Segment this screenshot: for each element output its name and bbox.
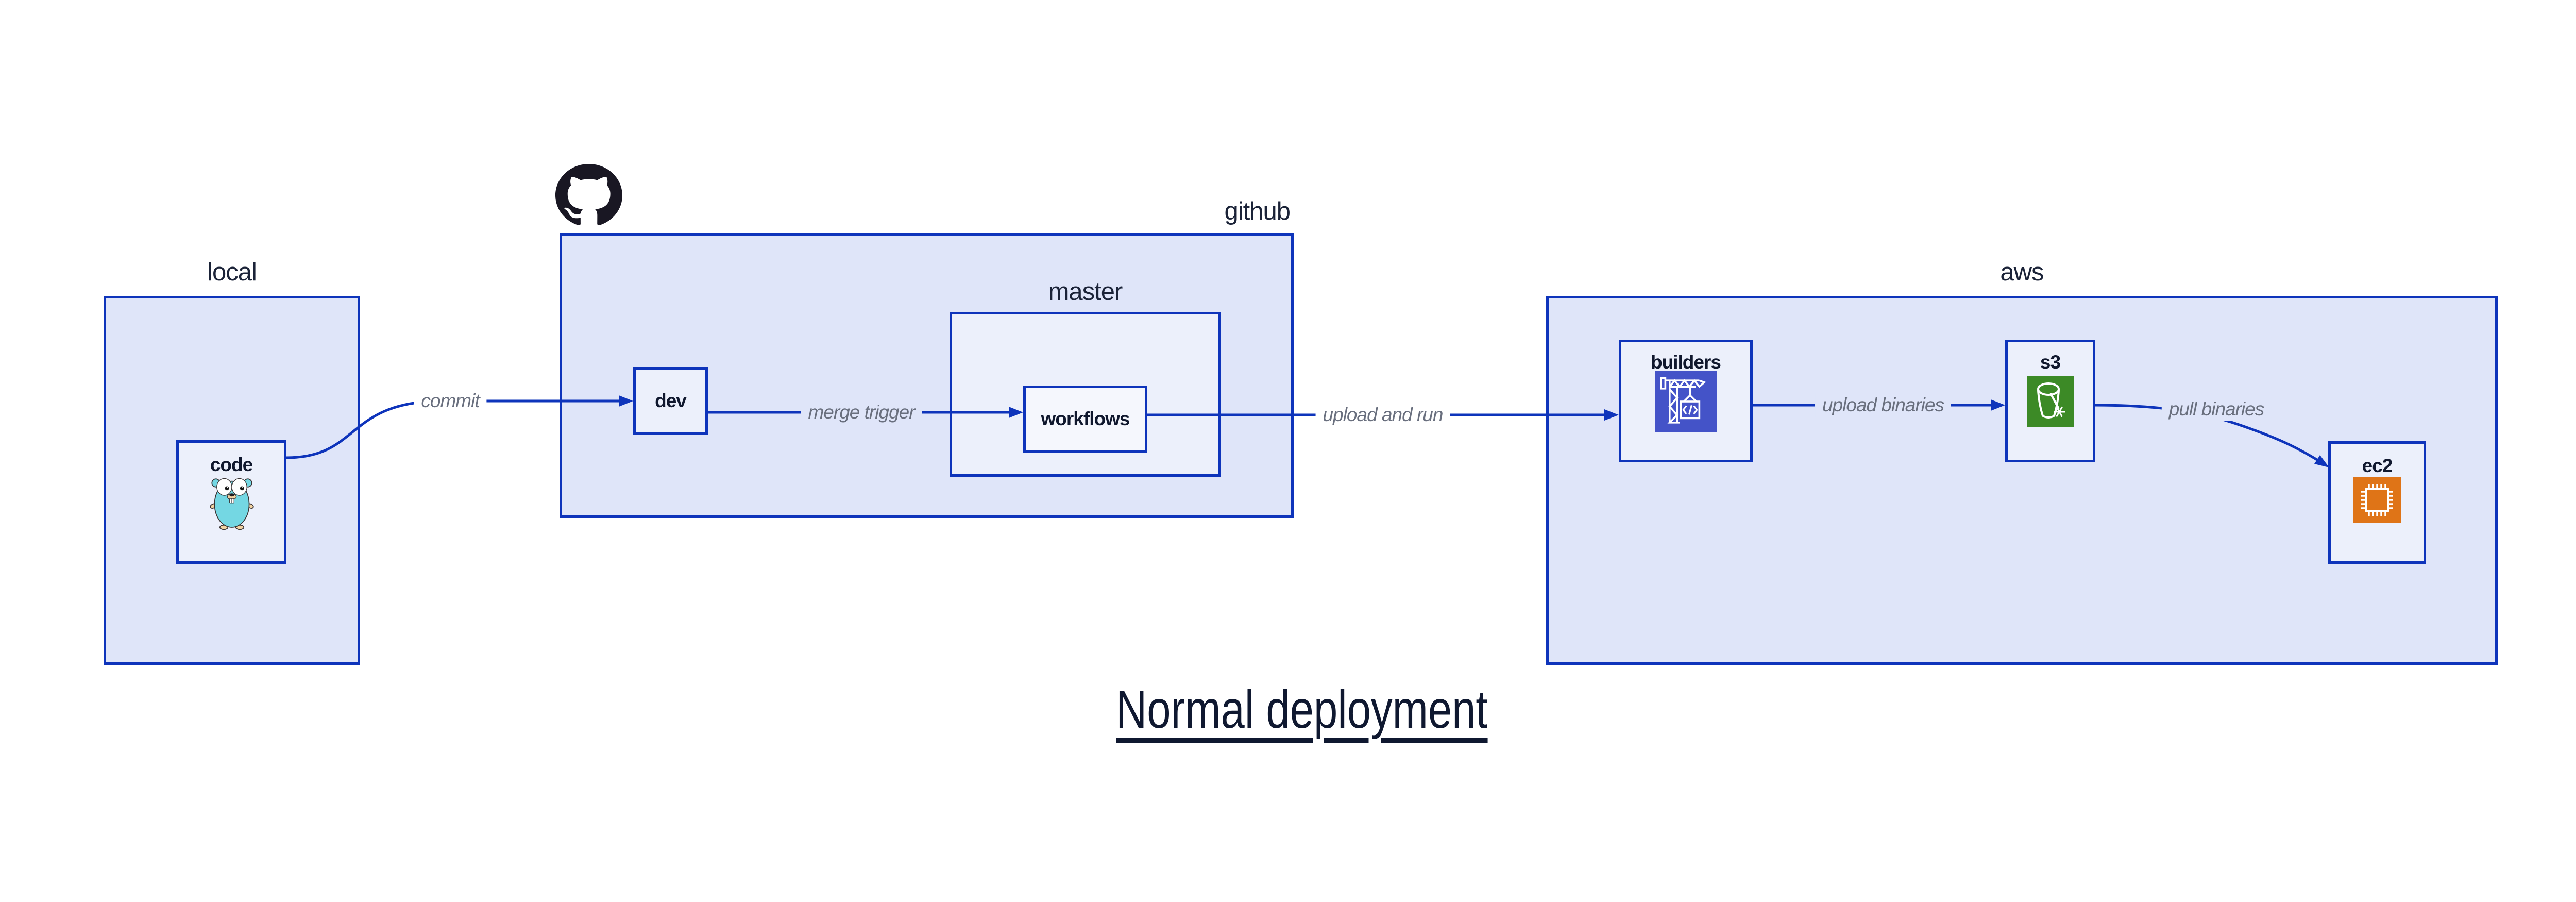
diagram-title-wrap: Normal deployment [0, 679, 2576, 741]
github-octocat-icon [555, 164, 622, 225]
ec2-chip-icon [2353, 477, 2401, 523]
s3-glacier-bucket-icon [2027, 376, 2074, 427]
workflows-node-label: workflows [1041, 408, 1130, 429]
codebuild-crane-icon [1655, 371, 1717, 432]
github-group-label: github [1224, 197, 1291, 225]
merge-trigger-edge-label: merge trigger [801, 400, 922, 424]
local-group-label: local [207, 258, 257, 286]
dev-node-label: dev [655, 390, 687, 411]
pull-binaries-edge-label: pull binaries [2161, 397, 2272, 421]
upload-and-run-edge-label: upload and run [1315, 403, 1450, 427]
commit-edge-label: commit [414, 389, 487, 413]
workflows-node-box: workflows [1023, 386, 1147, 453]
dev-node-box: dev [633, 367, 708, 435]
builders-node-label: builders [1651, 352, 1721, 373]
upload-binaries-edge-label: upload binaries [1815, 393, 1951, 417]
diagram-title: Normal deployment [1116, 680, 1488, 740]
s3-node-label: s3 [2040, 352, 2061, 373]
code-node-label: code [210, 454, 253, 475]
master-group-label: master [1048, 278, 1123, 306]
aws-group-label: aws [2000, 258, 2044, 286]
go-gopher-icon [210, 478, 254, 530]
ec2-node-label: ec2 [2362, 455, 2393, 476]
